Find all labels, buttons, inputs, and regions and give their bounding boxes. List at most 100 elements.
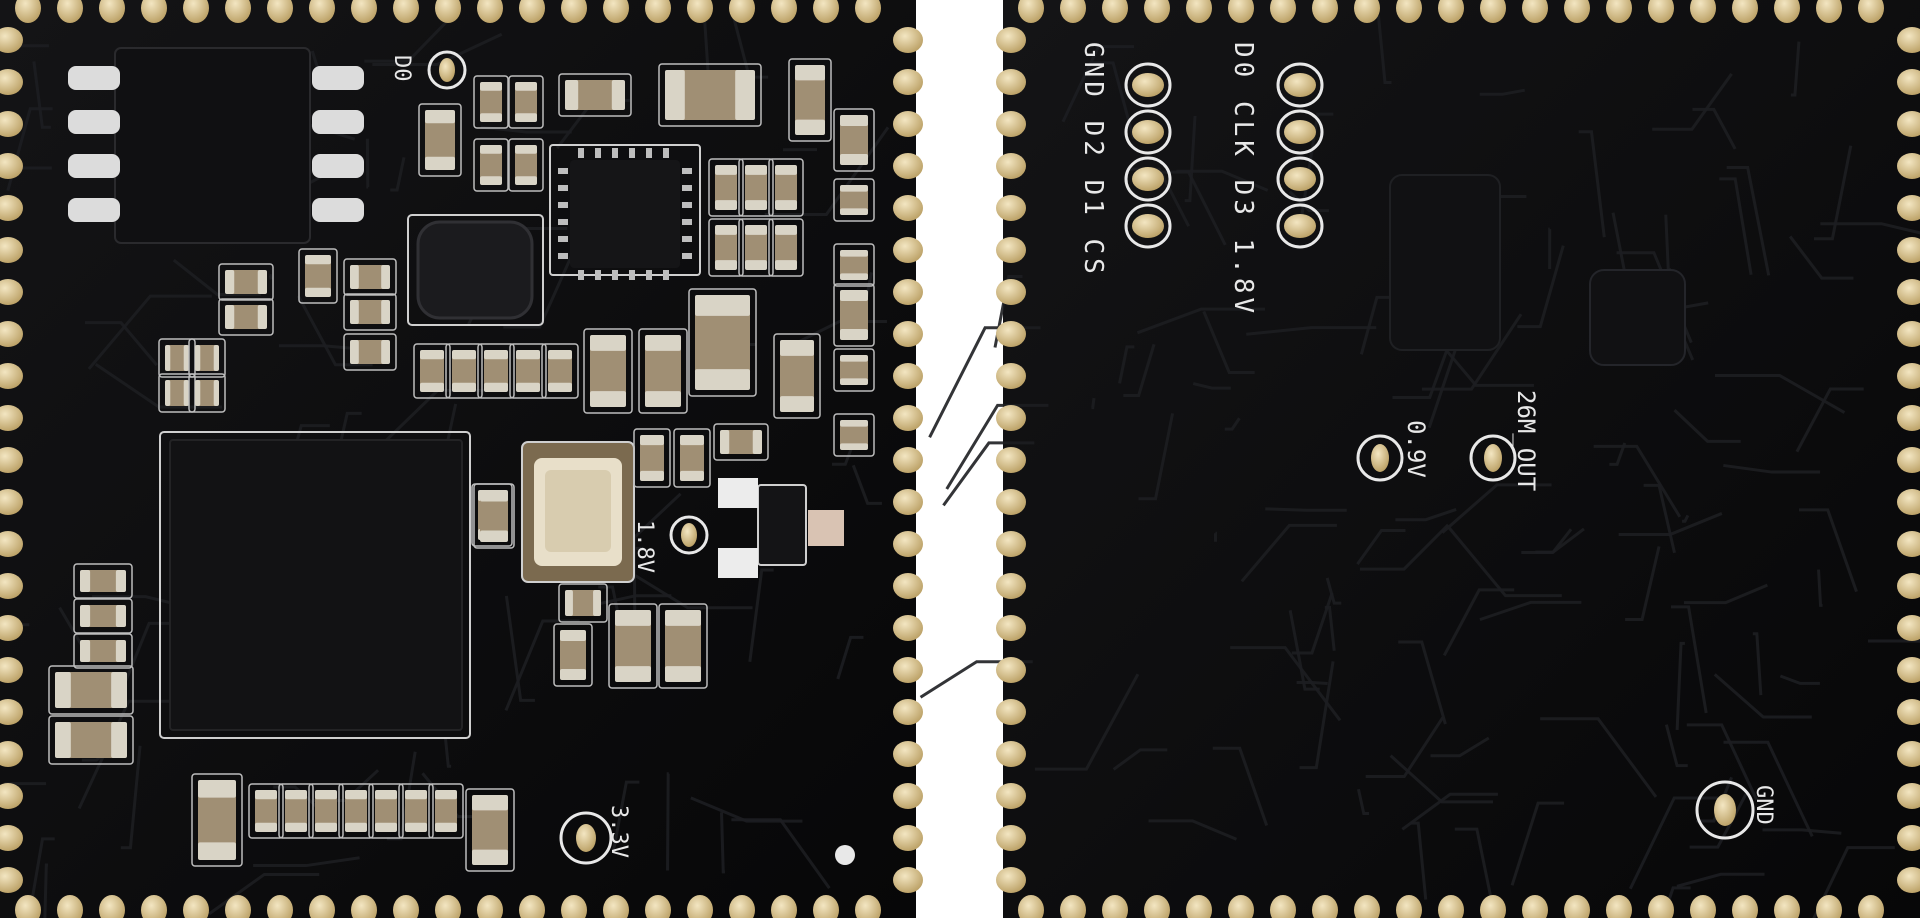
silk-label-3v3: 3.3V xyxy=(606,805,631,858)
smd-component xyxy=(165,345,189,371)
edge-pad xyxy=(996,111,1026,137)
trace xyxy=(945,403,1049,490)
edge-pad xyxy=(0,153,23,179)
component-terminal xyxy=(715,260,737,270)
component-terminal xyxy=(225,270,235,294)
trace xyxy=(1184,115,1197,203)
component-terminal xyxy=(840,329,868,340)
component-terminal xyxy=(665,610,701,626)
header-pin-ring xyxy=(1124,156,1172,202)
trace xyxy=(1790,41,1801,97)
component-outline xyxy=(708,218,744,277)
smd-component xyxy=(840,355,868,385)
component-terminal xyxy=(840,250,868,257)
trace xyxy=(386,751,417,841)
edge-pad xyxy=(0,783,23,809)
trace xyxy=(390,157,406,192)
edge-pad xyxy=(1897,447,1920,473)
edge-pad xyxy=(225,895,251,918)
component-terminal xyxy=(285,822,307,832)
smd-component xyxy=(55,672,127,708)
trace xyxy=(1224,417,1241,431)
trace xyxy=(1176,169,1269,192)
edge-pad xyxy=(477,0,503,23)
chip-pin xyxy=(68,154,120,178)
edge-pad xyxy=(687,895,713,918)
component-terminal xyxy=(484,350,508,360)
edge-pad xyxy=(1816,895,1842,918)
trace xyxy=(1479,600,1582,622)
edge-pad xyxy=(393,0,419,23)
component-terminal xyxy=(745,165,767,175)
trace xyxy=(611,780,640,852)
component-outline xyxy=(191,773,243,867)
component-outline xyxy=(248,783,284,839)
edge-pad xyxy=(996,195,1026,221)
trace xyxy=(1696,776,1733,823)
edge-pad xyxy=(893,69,923,95)
header-pin-pad xyxy=(1132,120,1164,144)
smd-component xyxy=(548,350,572,392)
edge-pad xyxy=(1774,895,1800,918)
trace xyxy=(1625,546,1661,621)
silk-label-26m-out: 26M_OUT xyxy=(1512,390,1540,491)
edge-pad xyxy=(1438,895,1464,918)
edge-pad xyxy=(0,531,23,557)
smd-component xyxy=(665,610,701,682)
trace xyxy=(1202,310,1255,374)
component-terminal xyxy=(775,225,797,235)
smd-component xyxy=(840,420,868,450)
qfn-pin xyxy=(595,270,601,280)
trace xyxy=(1609,442,1627,466)
component-terminal xyxy=(480,145,502,154)
edge-pad xyxy=(893,867,923,893)
component-terminal xyxy=(315,790,337,800)
component-outline xyxy=(708,158,744,217)
component-outline xyxy=(343,333,397,371)
edge-pad xyxy=(0,741,23,767)
trace xyxy=(1325,577,1342,605)
qfn-pin xyxy=(558,168,568,174)
edge-pad xyxy=(57,0,83,23)
component-terminal xyxy=(345,822,367,832)
edge-pad xyxy=(1564,895,1590,918)
edge-pad xyxy=(0,825,23,851)
component-outline xyxy=(833,283,875,347)
trace xyxy=(43,863,48,918)
edge-pad xyxy=(1144,0,1170,23)
component-outline xyxy=(583,328,633,414)
edge-pad xyxy=(1018,895,1044,918)
trace xyxy=(1240,523,1337,583)
edge-pad xyxy=(893,279,923,305)
smd-component xyxy=(472,795,508,865)
component-terminal xyxy=(480,113,502,122)
edge-pad xyxy=(1270,0,1296,23)
component-terminal xyxy=(560,630,586,641)
smd-component xyxy=(345,790,367,832)
trace xyxy=(1726,166,1771,276)
smd-component xyxy=(780,340,814,412)
edge-pad xyxy=(1816,0,1842,23)
edge-pad xyxy=(813,895,839,918)
component-terminal xyxy=(795,65,825,81)
component-outline xyxy=(833,348,875,392)
edge-pad xyxy=(893,825,923,851)
edge-pad xyxy=(1354,0,1380,23)
trace xyxy=(1578,130,1606,238)
component-terminal xyxy=(745,260,767,270)
header-pin-ring xyxy=(1276,156,1324,202)
edge-pad xyxy=(855,895,881,918)
smd-component xyxy=(305,255,331,297)
trace xyxy=(1291,592,1334,655)
component-terminal xyxy=(840,185,868,192)
silk-pin-row-left: GND D2 D1 CS xyxy=(1078,42,1108,278)
component-terminal xyxy=(375,790,397,800)
edge-pad xyxy=(1060,0,1086,23)
smd-component xyxy=(480,82,502,122)
trace xyxy=(1593,444,1682,518)
chip-pin xyxy=(312,66,364,90)
qfn-pin xyxy=(682,253,692,259)
component-terminal xyxy=(840,154,868,165)
component-terminal xyxy=(257,270,267,294)
component-outline xyxy=(48,715,134,765)
